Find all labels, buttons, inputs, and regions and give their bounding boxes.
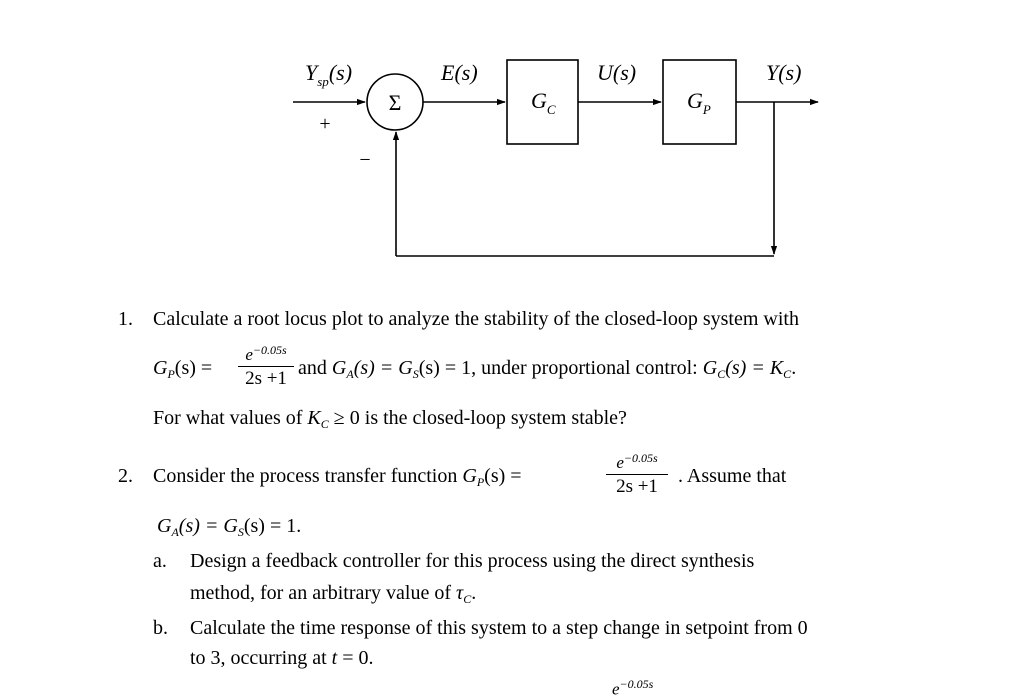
problem1-gp-lhs: GP(s) = bbox=[153, 357, 213, 381]
problem2b-label: b. bbox=[153, 617, 168, 639]
problem2a-line2: method, for an arbitrary value of τC. bbox=[190, 582, 477, 606]
problem2a-label: a. bbox=[153, 550, 167, 572]
problem1-line3: For what values of KC ≥ 0 is the closed-… bbox=[153, 407, 627, 431]
problem2b-line2: to 3, occurring at t = 0. bbox=[190, 647, 374, 669]
problem1-fraction: e−0.05s 2s +1 bbox=[238, 340, 294, 390]
problem2-number: 2. bbox=[118, 465, 133, 487]
problem2a-line1: Design a feedback controller for this pr… bbox=[190, 550, 755, 572]
minus-sign: − bbox=[359, 149, 370, 171]
error-label: E(s) bbox=[440, 60, 478, 85]
problem1-number: 1. bbox=[118, 308, 133, 330]
cutoff-exponent: e−0.05s bbox=[612, 677, 654, 699]
sigma-symbol: Σ bbox=[389, 90, 402, 115]
process-label: GP bbox=[687, 88, 711, 117]
problem2-fraction: e−0.05s 2s +1 bbox=[606, 448, 668, 498]
control-label: U(s) bbox=[597, 60, 636, 85]
problem2-line1: Consider the process transfer function G… bbox=[153, 465, 522, 489]
block-diagram: Σ + − Ysp(s) E(s) GC U(s) GP Y(s) bbox=[293, 59, 819, 257]
problem1-line2-rest: and GA(s) = GS(s) = 1, under proportiona… bbox=[298, 357, 797, 381]
problem1-line1: Calculate a root locus plot to analyze t… bbox=[153, 308, 799, 330]
problem2b-line1: Calculate the time response of this syst… bbox=[190, 617, 808, 639]
input-label: Ysp(s) bbox=[305, 60, 352, 89]
problem2-ga-line: GA(s) = GS(s) = 1. bbox=[157, 515, 302, 539]
controller-label: GC bbox=[531, 88, 556, 117]
problem2-assume: . Assume that bbox=[678, 465, 787, 487]
output-label: Y(s) bbox=[766, 60, 801, 85]
plus-sign: + bbox=[319, 113, 330, 135]
